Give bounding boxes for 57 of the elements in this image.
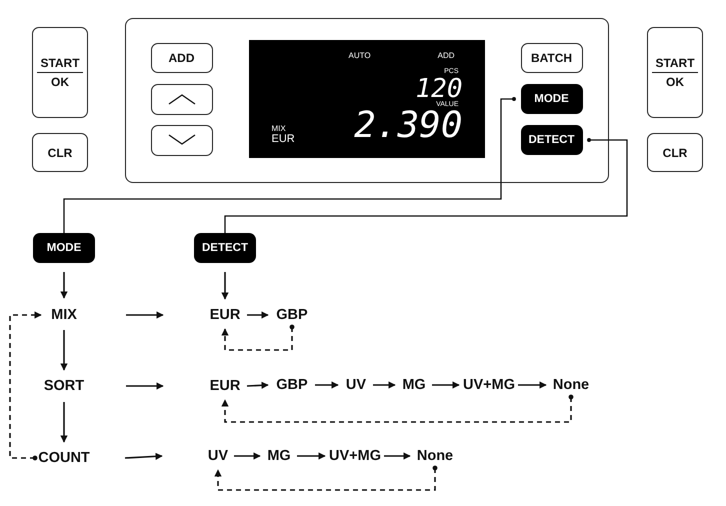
mode-key: MODE xyxy=(520,84,582,114)
option-label: SORT xyxy=(41,376,87,396)
mode-key: DETECT xyxy=(520,124,582,154)
arrow xyxy=(246,382,269,389)
display-digits: 2.390 xyxy=(354,108,462,144)
display-text: AUTO xyxy=(348,52,371,60)
lcd-display xyxy=(248,40,484,158)
start-ok-button: START OK xyxy=(32,27,88,118)
arrow xyxy=(60,272,68,299)
arrow xyxy=(297,452,326,460)
option-label: None xyxy=(552,375,590,395)
panel-button: CLR xyxy=(647,133,703,172)
option-label: MG xyxy=(266,446,292,466)
arrow xyxy=(124,452,163,460)
option-label: GBP xyxy=(274,305,310,325)
dashed-return-arrow xyxy=(221,324,294,351)
dashed-return-arrow xyxy=(214,466,438,491)
arrow xyxy=(315,381,339,389)
dashed-return-arrow xyxy=(9,311,42,460)
arrow xyxy=(373,381,396,389)
arrow xyxy=(518,381,547,389)
option-label: MIX xyxy=(44,305,84,325)
arrow xyxy=(126,382,164,390)
arrow xyxy=(60,402,68,443)
option-label: UV+MG xyxy=(331,446,379,466)
control-panel xyxy=(125,18,609,183)
arrow xyxy=(126,311,164,319)
arrow xyxy=(221,272,229,300)
arrow xyxy=(432,381,460,389)
panel-button: ADD xyxy=(150,42,212,72)
panel-button: BATCH xyxy=(520,42,582,72)
option-label: MG xyxy=(401,375,427,395)
down-button xyxy=(150,124,212,156)
option-label: GBP xyxy=(274,375,310,395)
leader-line xyxy=(63,97,516,233)
display-digits: 120 xyxy=(416,76,462,102)
display-text: ADD xyxy=(438,52,454,60)
start-ok-button: START OK xyxy=(647,27,703,118)
mode-key: DETECT xyxy=(194,233,256,263)
arrow xyxy=(234,452,261,460)
up-button xyxy=(150,84,212,114)
option-label: UV xyxy=(344,375,368,395)
panel-button: CLR xyxy=(32,133,88,172)
display-text: EUR xyxy=(272,134,295,144)
arrow xyxy=(247,311,269,319)
dashed-return-arrow xyxy=(221,394,574,423)
display-text: MIX xyxy=(272,124,286,132)
option-label: EUR xyxy=(208,376,242,396)
arrow xyxy=(384,452,411,460)
leader-line xyxy=(224,138,628,233)
option-label: COUNT xyxy=(37,448,91,468)
mode-key: MODE xyxy=(33,233,95,263)
option-label: None xyxy=(416,446,454,466)
arrow xyxy=(60,330,68,371)
option-label: EUR xyxy=(208,305,242,325)
option-label: UV xyxy=(207,446,229,466)
option-label: UV+MG xyxy=(465,375,513,395)
